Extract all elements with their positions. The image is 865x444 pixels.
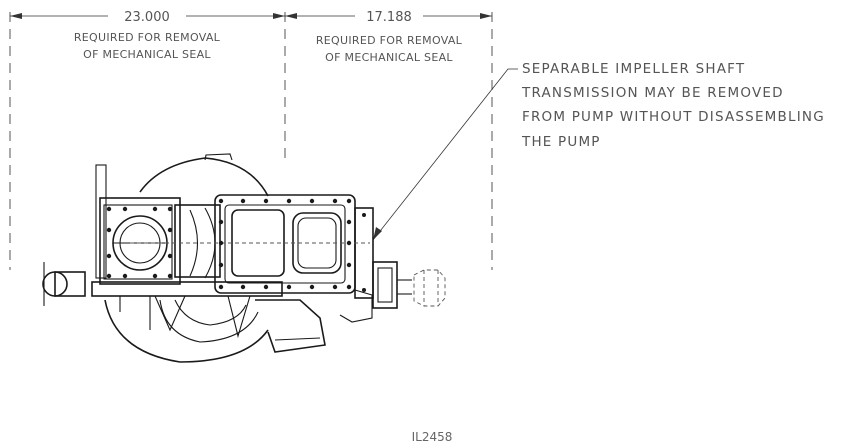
callout-line-3: FROM PUMP WITHOUT DISASSEMBLING [522, 109, 825, 125]
dimension-left: 23.000 REQUIRED FOR REMOVAL OF MECHANICA… [10, 10, 285, 61]
dimension-right-note-2: OF MECHANICAL SEAL [325, 51, 453, 64]
dimension-left-note-2: OF MECHANICAL SEAL [83, 48, 211, 61]
dimension-right: 17.188 REQUIRED FOR REMOVAL OF MECHANICA… [285, 10, 492, 64]
callout-note: SEPARABLE IMPELLER SHAFT TRANSMISSION MA… [372, 61, 825, 241]
callout-line-1: SEPARABLE IMPELLER SHAFT [522, 61, 745, 77]
callout-leader [372, 68, 518, 241]
callout-arrowhead [373, 227, 382, 240]
dimension-right-value: 17.188 [366, 10, 412, 25]
dimension-right-note-1: REQUIRED FOR REMOVAL [316, 34, 463, 47]
callout-line-4: THE PUMP [521, 134, 601, 150]
dimension-left-note-1: REQUIRED FOR REMOVAL [74, 31, 221, 44]
pump-body [42, 153, 446, 363]
figure-id: IL2458 [412, 430, 453, 444]
dimension-left-value: 23.000 [124, 10, 170, 25]
pump-bolts [106, 198, 366, 292]
callout-line-2: TRANSMISSION MAY BE REMOVED [521, 85, 784, 101]
